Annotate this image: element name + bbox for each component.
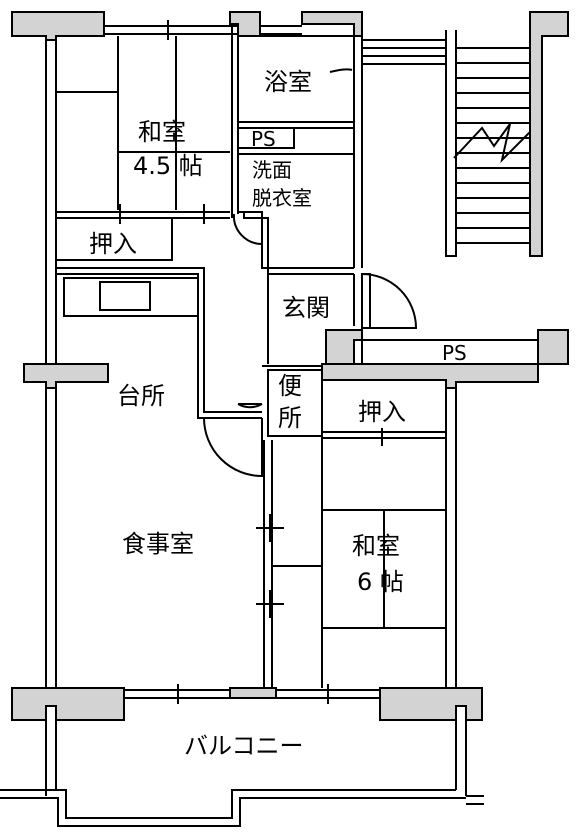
entrance-label: 玄関 — [282, 294, 330, 322]
washroom-label-2: 脱衣室 — [252, 186, 312, 210]
washitsu-small-size: 4.5 帖 — [133, 152, 203, 180]
balcony-outline — [0, 720, 484, 827]
closet-top-label: 押入 — [89, 230, 137, 258]
outer-wall-right — [445, 380, 457, 688]
dining-label: 食事室 — [122, 530, 194, 558]
column-bottom-right — [379, 687, 483, 721]
washitsu-large-name: 和室 — [352, 532, 400, 560]
outer-wall-left — [45, 36, 57, 688]
column-stair-top — [529, 11, 569, 257]
bath-walls — [231, 24, 354, 214]
entrance-walls — [267, 274, 355, 364]
column-left-mid — [23, 363, 109, 389]
washitsu-large-size: 6 帖 — [357, 568, 404, 596]
stairs — [445, 30, 533, 257]
wall-corridor-lower — [321, 363, 539, 389]
top-wall — [104, 25, 302, 35]
column-top-right — [301, 11, 363, 37]
ps-bath-label: PS — [251, 127, 276, 151]
closet-right-label: 押入 — [358, 398, 406, 426]
ps-corridor-label: PS — [442, 341, 467, 365]
column-top-left — [11, 11, 105, 41]
stair-rails — [362, 39, 446, 65]
bath-right-wall — [353, 36, 363, 268]
column-corridor-right — [537, 329, 569, 365]
bath-label: 浴室 — [264, 68, 312, 96]
washitsu-small-name: 和室 — [138, 118, 186, 146]
ps-bath-box — [237, 127, 295, 149]
kitchen-label: 台所 — [117, 382, 165, 410]
column-corridor-left — [325, 329, 363, 365]
toilet-label-2: 所 — [278, 404, 302, 432]
sliding-partition — [256, 440, 322, 688]
toilet-label-1: 便 — [278, 372, 302, 400]
washroom-label-1: 洗面 — [252, 158, 292, 182]
kitchen-walls — [56, 267, 262, 419]
balcony-label: バルコニー — [184, 732, 304, 760]
column-top-mid — [229, 11, 261, 37]
column-bottom-left — [11, 687, 125, 721]
column-bottom-mid — [229, 687, 277, 699]
